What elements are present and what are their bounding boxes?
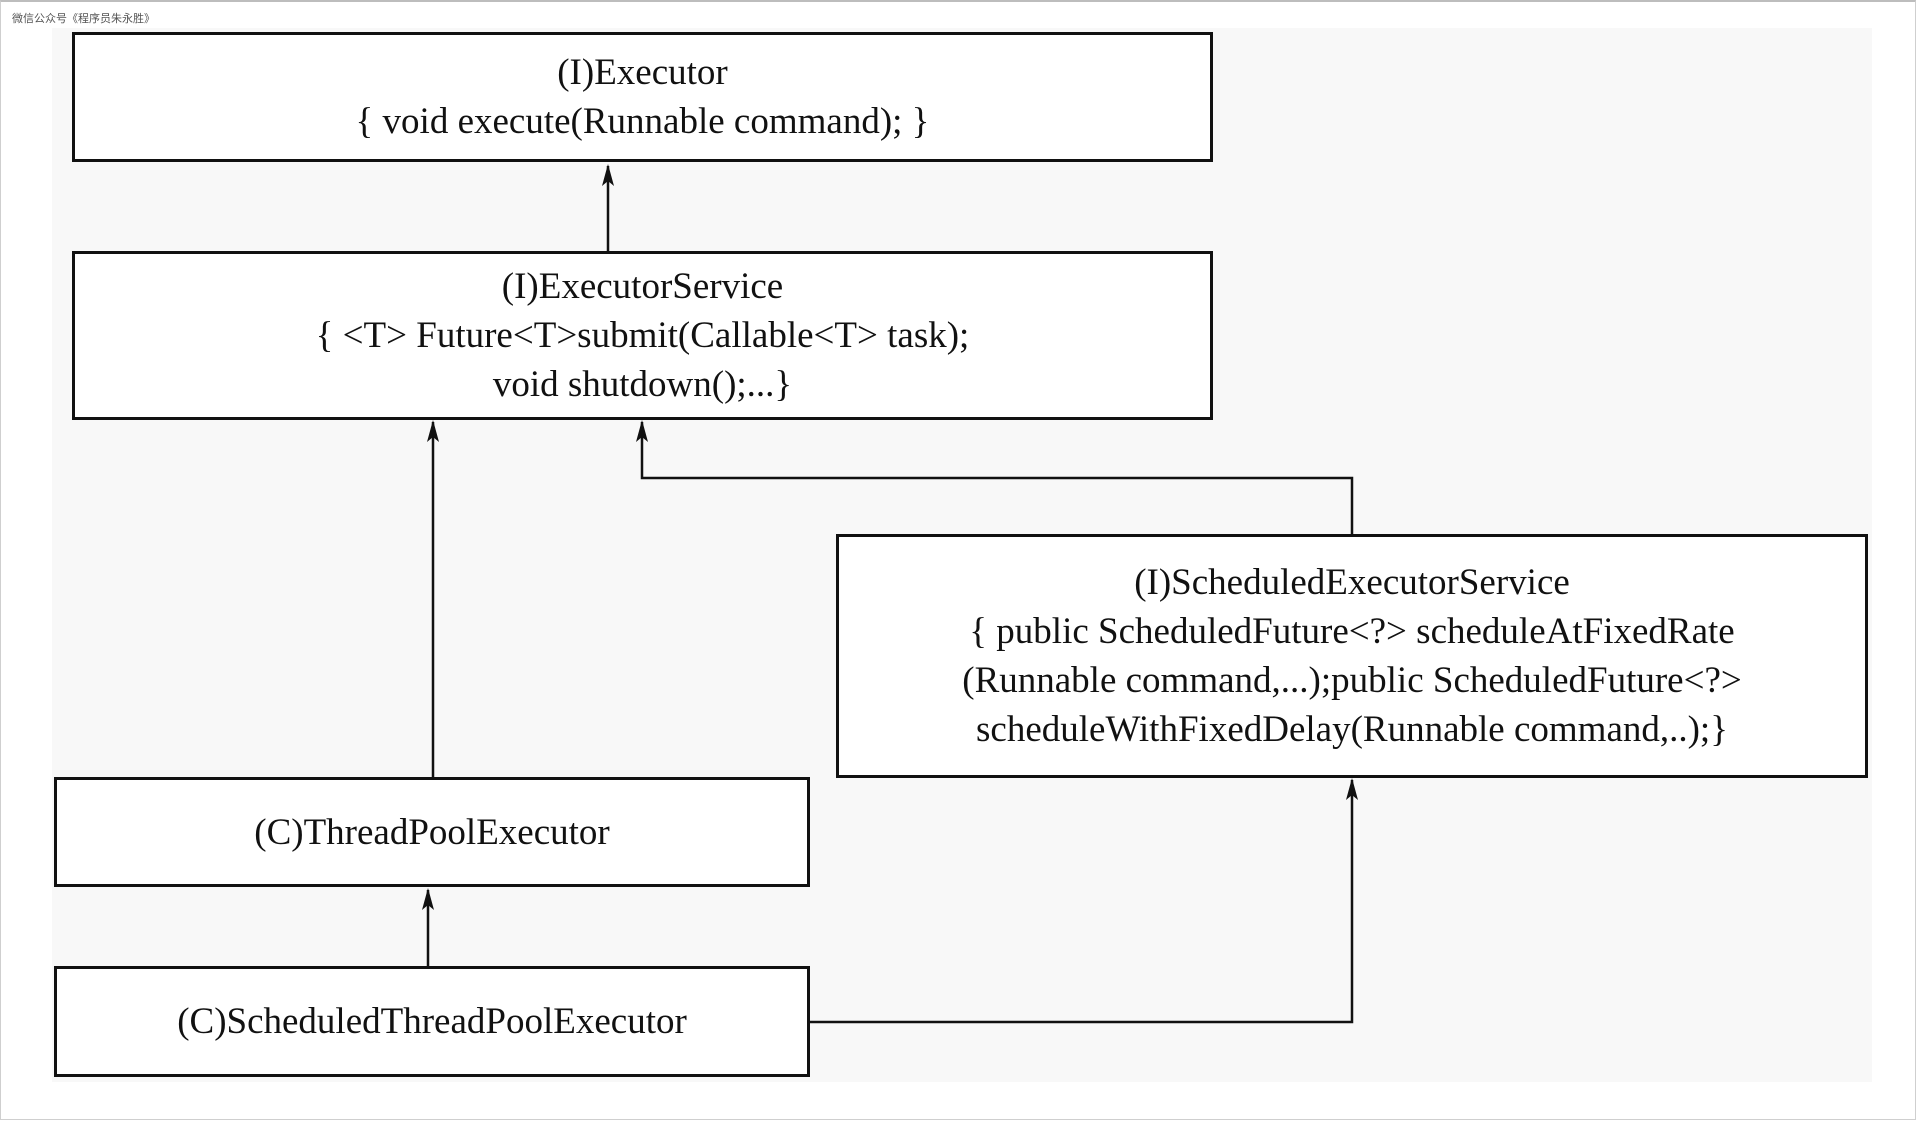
scheduledexecutorservice-line-1: { public ScheduledFuture<?> scheduleAtFi… xyxy=(969,611,1735,652)
threadpoolexecutor-title: (C)ThreadPoolExecutor xyxy=(254,811,610,853)
arrowhead-executorservice-right xyxy=(636,420,648,442)
executorservice-method-submit: { <T> Future<T>submit(Callable<T> task); xyxy=(315,315,970,356)
arrowhead-threadpool xyxy=(422,888,434,910)
arrowhead-executorservice-left xyxy=(427,420,439,442)
arrowhead-scheduledservice xyxy=(1346,778,1358,800)
executor-title: (I)Executor xyxy=(557,52,728,93)
scheduledexecutorservice-line-2: (Runnable command,...);public ScheduledF… xyxy=(962,660,1742,701)
executorservice-interface-box: (I)ExecutorService { <T> Future<T>submit… xyxy=(72,251,1213,420)
edge-scheduledthreadpool-to-scheduledservice xyxy=(808,780,1354,1024)
watermark-text: 微信公众号《程序员朱永胜》 xyxy=(12,12,155,25)
scheduledexecutorservice-title: (I)ScheduledExecutorService xyxy=(1134,562,1570,603)
executor-interface-box: (I)Executor { void execute(Runnable comm… xyxy=(72,32,1213,162)
executor-method: { void execute(Runnable command); } xyxy=(355,101,930,142)
edge-scheduledservice-to-executorservice xyxy=(640,422,1354,536)
scheduledthreadpoolexecutor-title: (C)ScheduledThreadPoolExecutor xyxy=(177,1001,687,1042)
scheduledexecutorservice-line-3: scheduleWithFixedDelay(Runnable command,… xyxy=(976,709,1728,750)
scheduledexecutorservice-interface-box: (I)ScheduledExecutorService { public Sch… xyxy=(836,534,1868,778)
scheduledthreadpoolexecutor-class-box: (C)ScheduledThreadPoolExecutor xyxy=(54,966,810,1077)
executorservice-method-shutdown: void shutdown();...} xyxy=(492,364,793,405)
arrowhead-executor xyxy=(602,164,614,186)
threadpoolexecutor-class-box: (C)ThreadPoolExecutor xyxy=(54,777,810,887)
executorservice-title: (I)ExecutorService xyxy=(501,266,784,307)
